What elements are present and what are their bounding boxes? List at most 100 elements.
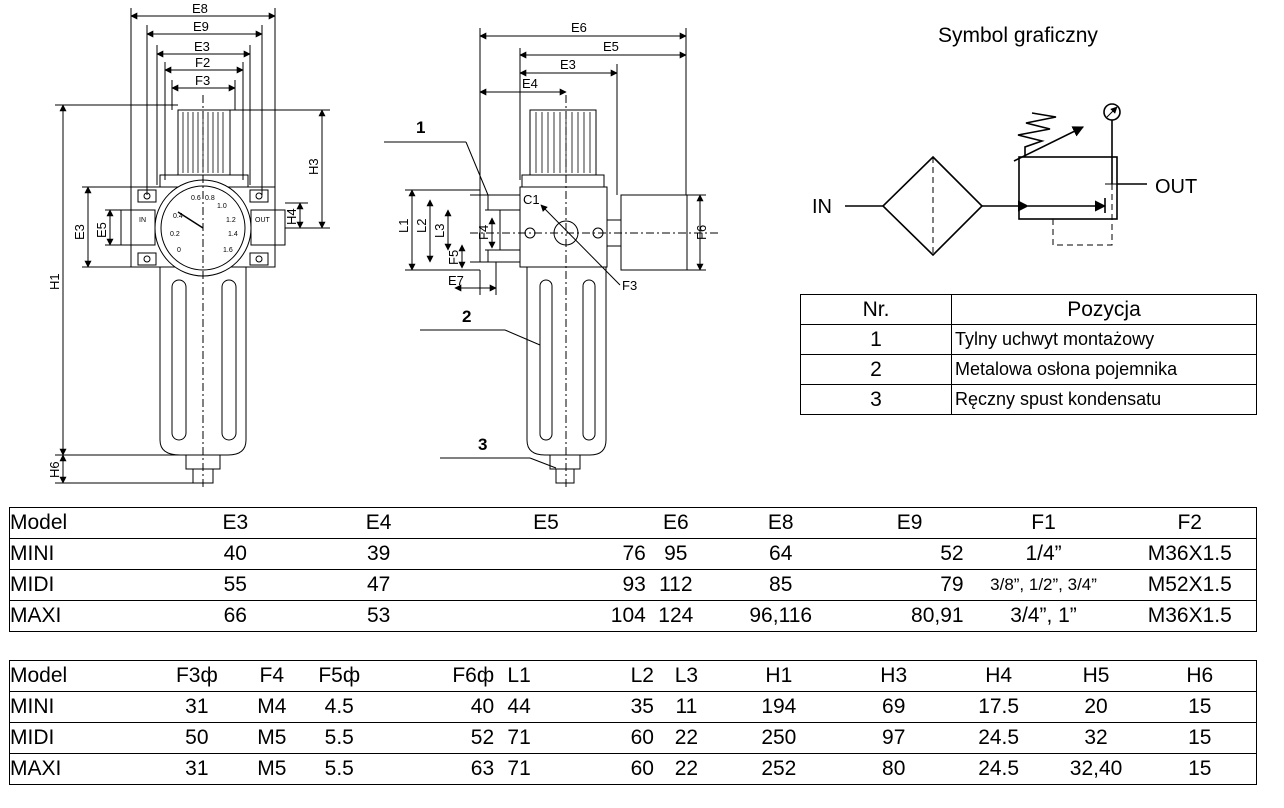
table2-header-row: Model F3ф F4 F5ф F6ф L1 L2 L3 H1 H3 H4 H… — [9, 660, 1257, 692]
table2-header-f6: F6ф — [369, 660, 495, 692]
table-cell: 31 — [159, 691, 235, 723]
dim-label-f3: F3 — [195, 73, 210, 88]
table-cell: 44 — [494, 691, 545, 723]
port-label-in: IN — [139, 217, 146, 224]
dim-label-e5: E5 — [94, 222, 109, 238]
table-cell: MAXI — [9, 600, 160, 632]
callout-2: 2 — [462, 307, 471, 326]
table2-header-h4: H4 — [948, 660, 1049, 692]
dim-label-l1: L1 — [396, 219, 411, 233]
table2-header-f5: F5ф — [309, 660, 370, 692]
table2-header-f3: F3ф — [159, 660, 235, 692]
table-cell: MINI — [9, 691, 160, 723]
table-cell: 52 — [369, 722, 495, 754]
table-cell: M5 — [234, 722, 310, 754]
dim-label-e9: E9 — [193, 19, 209, 34]
table-cell: 1/4” — [963, 538, 1124, 570]
legend-header-nr: Nr. — [800, 294, 952, 325]
legend-header-row: Nr. Pozycja — [800, 294, 1257, 325]
table1-header-e6: E6 — [645, 507, 706, 539]
table-cell: 11 — [653, 691, 719, 723]
table1-header-f2: F2 — [1123, 507, 1257, 539]
table-row: MAXI 31 M5 5.5 63 71 60 22 252 80 24.5 3… — [9, 753, 1257, 785]
table-cell: 85 — [705, 569, 856, 601]
table-cell: 64 — [705, 538, 856, 570]
dim-label-f4: F4 — [476, 225, 491, 240]
table-cell: 55 — [159, 569, 312, 601]
table-cell: 60 — [544, 753, 654, 785]
legend-position: Tylny uchwyt montażowy — [951, 324, 1257, 355]
table-row: MIDI 50 M5 5.5 52 71 60 22 250 97 24.5 3… — [9, 722, 1257, 754]
dim-label-h3: H3 — [306, 158, 321, 175]
gauge-tick-04: 0.4 — [173, 213, 183, 220]
dim-label-f2: F2 — [195, 55, 210, 70]
table2-header-model: Model — [9, 660, 160, 692]
table-cell: 17.5 — [948, 691, 1049, 723]
table-cell: 252 — [718, 753, 839, 785]
legend-position: Metalowa osłona pojemnika — [951, 354, 1257, 385]
table1-header-model: Model — [9, 507, 160, 539]
legend-nr: 2 — [800, 354, 952, 385]
table2-header-h1: H1 — [718, 660, 839, 692]
callout-1: 1 — [416, 118, 425, 137]
table-cell: 22 — [653, 722, 719, 754]
table2-header-h3: H3 — [838, 660, 949, 692]
table-cell: 15 — [1143, 753, 1257, 785]
table-cell: 24.5 — [948, 753, 1049, 785]
table-cell: 95 — [645, 538, 706, 570]
table-row: MINI 40 39 76 95 64 52 1/4” M36X1.5 — [9, 538, 1257, 570]
symbol-title: Symbol graficzny — [938, 24, 1098, 47]
legend-row: 3 Ręczny spust kondensatu — [800, 384, 1257, 415]
table1-header-e4: E4 — [311, 507, 447, 539]
table-cell: 47 — [311, 569, 447, 601]
table2-header-l1: L1 — [494, 660, 545, 692]
table-cell: 80,91 — [855, 600, 964, 632]
table-cell: M4 — [234, 691, 310, 723]
table-cell: 15 — [1143, 691, 1257, 723]
table-cell: 93 — [446, 569, 646, 601]
table-cell: 124 — [645, 600, 706, 632]
table-cell: 112 — [645, 569, 706, 601]
table-cell: 96,116 — [705, 600, 856, 632]
table-cell: 80 — [838, 753, 949, 785]
table-cell: 35 — [544, 691, 654, 723]
table-cell: 22 — [653, 753, 719, 785]
table-cell: 40 — [369, 691, 495, 723]
dim-label-h4: H4 — [284, 208, 299, 225]
dim-label-l2: L2 — [414, 219, 429, 233]
gauge-tick-10: 1.0 — [217, 203, 227, 210]
table-cell: 32 — [1048, 722, 1144, 754]
table2-header-f4: F4 — [234, 660, 310, 692]
dimension-table-1: Model E3 E4 E5 E6 E8 E9 F1 F2 MINI 40 39… — [9, 507, 1257, 632]
table-cell: 20 — [1048, 691, 1144, 723]
gauge-tick-12: 1.2 — [226, 217, 236, 224]
table-cell: MIDI — [9, 569, 160, 601]
table2-header-h5: H5 — [1048, 660, 1144, 692]
table2-header-l2: L2 — [544, 660, 654, 692]
table-cell: 79 — [855, 569, 964, 601]
table-cell: 15 — [1143, 722, 1257, 754]
table2-header-h6: H6 — [1143, 660, 1257, 692]
table-cell: M36X1.5 — [1123, 600, 1257, 632]
dim-label-f5: F5 — [446, 250, 461, 265]
table-cell: 194 — [718, 691, 839, 723]
legend-position: Ręczny spust kondensatu — [951, 384, 1257, 415]
dim-label-f6: F6 — [694, 225, 709, 240]
dim-label-f3-side: F3 — [622, 278, 637, 293]
table-cell: 39 — [311, 538, 447, 570]
table-cell: M36X1.5 — [1123, 538, 1257, 570]
legend-row: 1 Tylny uchwyt montażowy — [800, 324, 1257, 355]
port-label-out: OUT — [255, 217, 271, 224]
table-row: MINI 31 M4 4.5 40 44 35 11 194 69 17.5 2… — [9, 691, 1257, 723]
table-cell: 97 — [838, 722, 949, 754]
table-cell: 76 — [446, 538, 646, 570]
gauge-tick-14: 1.4 — [228, 231, 238, 238]
dim-label-e5-side: E5 — [603, 39, 619, 54]
dim-label-l3: L3 — [432, 224, 447, 238]
table-cell: MINI — [9, 538, 160, 570]
table-cell: M5 — [234, 753, 310, 785]
table-cell: 60 — [544, 722, 654, 754]
dim-label-e3-side: E3 — [560, 57, 576, 72]
legend-header-pozycja: Pozycja — [951, 294, 1257, 325]
table-cell: MIDI — [9, 722, 160, 754]
